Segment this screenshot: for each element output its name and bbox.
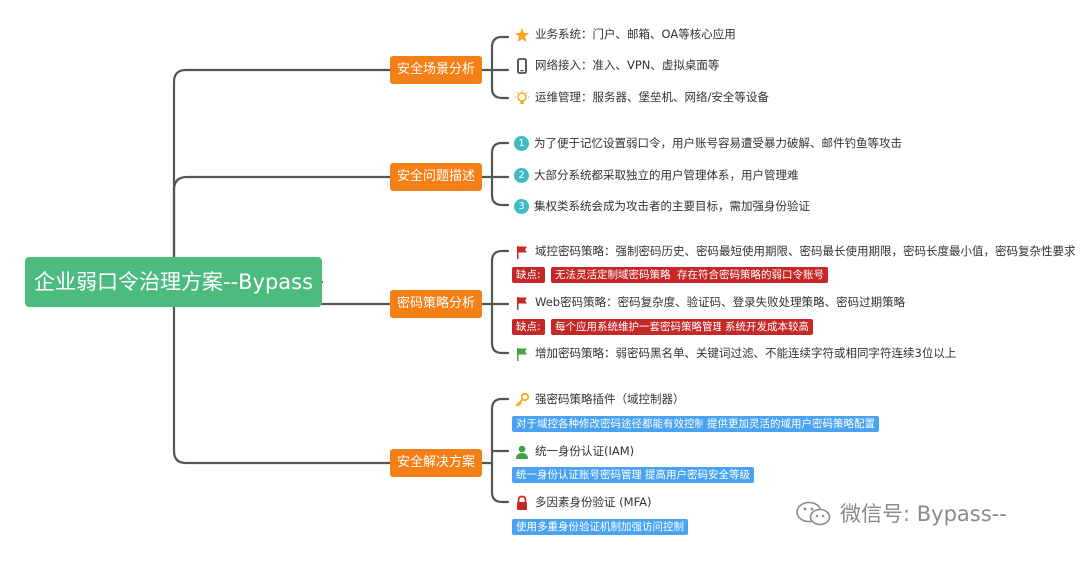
branch-security-scenarios[interactable]: 安全场景分析 xyxy=(390,56,482,84)
tag-feature[interactable]: 提高用户密码安全等级 xyxy=(641,467,754,483)
leaf-text: 运维管理：服务器、堡垒机、网络/安全等设备 xyxy=(535,90,769,104)
leaf-strong-password-plugin[interactable]: 强密码策略插件（域控制器） xyxy=(514,390,685,408)
tag-drawback-label[interactable]: 缺点: xyxy=(512,267,545,283)
user-icon xyxy=(516,445,528,459)
number-badge: 3 xyxy=(514,199,529,214)
tag-feature[interactable]: 提供更加灵活的域用户密码策略配置 xyxy=(703,416,879,432)
leaf-text: 增加密码策略：弱密码黑名单、关键词过滤、不能连续字符或相同字符连续3位以上 xyxy=(535,346,957,360)
leaf-text: 集权类系统会成为攻击者的主要目标，需加强身份验证 xyxy=(534,199,810,213)
wechat-icon xyxy=(796,501,831,526)
tag-feature[interactable]: 统一身份认证账号密码管理 xyxy=(512,467,646,483)
leaf-text: 网络接入：准入、VPN、虚拟桌面等 xyxy=(535,58,720,72)
root-node[interactable]: 企业弱口令治理方案--Bypass xyxy=(25,257,322,307)
leaf-problem-1[interactable]: 1 为了便于记忆设置弱口令，用户账号容易遭受暴力破解、邮件钓鱼等攻击 xyxy=(514,134,902,152)
key-icon xyxy=(515,392,530,407)
leaf-ops-management[interactable]: 运维管理：服务器、堡垒机、网络/安全等设备 xyxy=(514,88,769,106)
tag-feature[interactable]: 对于域控各种修改密码途径都能有效控制 xyxy=(512,416,709,432)
branch-security-problems[interactable]: 安全问题描述 xyxy=(390,163,482,191)
leaf-domain-policy[interactable]: 域控密码策略：强制密码历史、密码最短使用期限、密码最长使用期限，密码长度最小值，… xyxy=(514,242,1076,260)
tag-drawback[interactable]: 无法灵活定制域密码策略 xyxy=(551,267,675,283)
branch-password-policy[interactable]: 密码策略分析 xyxy=(390,290,482,318)
leaf-text: 统一身份认证(IAM) xyxy=(535,444,635,458)
green-flag-icon xyxy=(517,347,527,361)
number-badge: 1 xyxy=(514,136,529,151)
leaf-text: 大部分系统都采取独立的用户管理体系，用户管理难 xyxy=(534,168,799,182)
red-flag-icon xyxy=(517,296,527,310)
leaf-text: 为了便于记忆设置弱口令，用户账号容易遭受暴力破解、邮件钓鱼等攻击 xyxy=(534,136,902,150)
lock-icon xyxy=(517,495,527,510)
number-badge: 2 xyxy=(514,168,529,183)
bulb-icon xyxy=(514,90,530,104)
leaf-extra-policy[interactable]: 增加密码策略：弱密码黑名单、关键词过滤、不能连续字符或相同字符连续3位以上 xyxy=(514,344,956,362)
leaf-mfa[interactable]: 多因素身份验证 (MFA) xyxy=(514,493,651,511)
leaf-text: 域控密码策略：强制密码历史、密码最短使用期限、密码最长使用期限，密码长度最小值，… xyxy=(535,244,1076,258)
leaf-network-access[interactable]: 网络接入：准入、VPN、虚拟桌面等 xyxy=(514,56,719,74)
star-icon xyxy=(515,27,529,42)
leaf-problem-3[interactable]: 3 集权类系统会成为攻击者的主要目标，需加强身份验证 xyxy=(514,197,810,215)
leaf-iam[interactable]: 统一身份认证(IAM) xyxy=(514,442,634,460)
leaf-text: 强密码策略插件（域控制器） xyxy=(535,392,685,406)
leaf-text: Web密码策略：密码复杂度、验证码、登录失败处理策略、密码过期策略 xyxy=(535,295,906,309)
red-flag-icon xyxy=(517,245,527,259)
wechat-watermark: 微信号: Bypass-- xyxy=(796,498,1007,528)
leaf-web-policy[interactable]: Web密码策略：密码复杂度、验证码、登录失败处理策略、密码过期策略 xyxy=(514,293,905,311)
phone-icon xyxy=(517,57,527,74)
leaf-text: 多因素身份验证 (MFA) xyxy=(535,495,652,509)
leaf-problem-2[interactable]: 2 大部分系统都采取独立的用户管理体系，用户管理难 xyxy=(514,166,799,184)
leaf-text: 业务系统：门户、邮箱、OA等核心应用 xyxy=(535,27,736,41)
tag-drawback-label[interactable]: 缺点: xyxy=(512,319,545,335)
watermark-text: 微信号: Bypass-- xyxy=(840,502,1007,526)
tag-drawback[interactable]: 系统开发成本较高 xyxy=(721,319,813,335)
leaf-business-systems[interactable]: 业务系统：门户、邮箱、OA等核心应用 xyxy=(514,25,736,43)
branch-security-solutions[interactable]: 安全解决方案 xyxy=(390,449,482,477)
tag-feature[interactable]: 使用多重身份验证机制加强访问控制 xyxy=(512,519,688,535)
tag-drawback[interactable]: 每个应用系统维护一套密码策略管理 xyxy=(551,319,727,335)
tag-drawback[interactable]: 存在符合密码策略的弱口令账号 xyxy=(673,267,828,283)
